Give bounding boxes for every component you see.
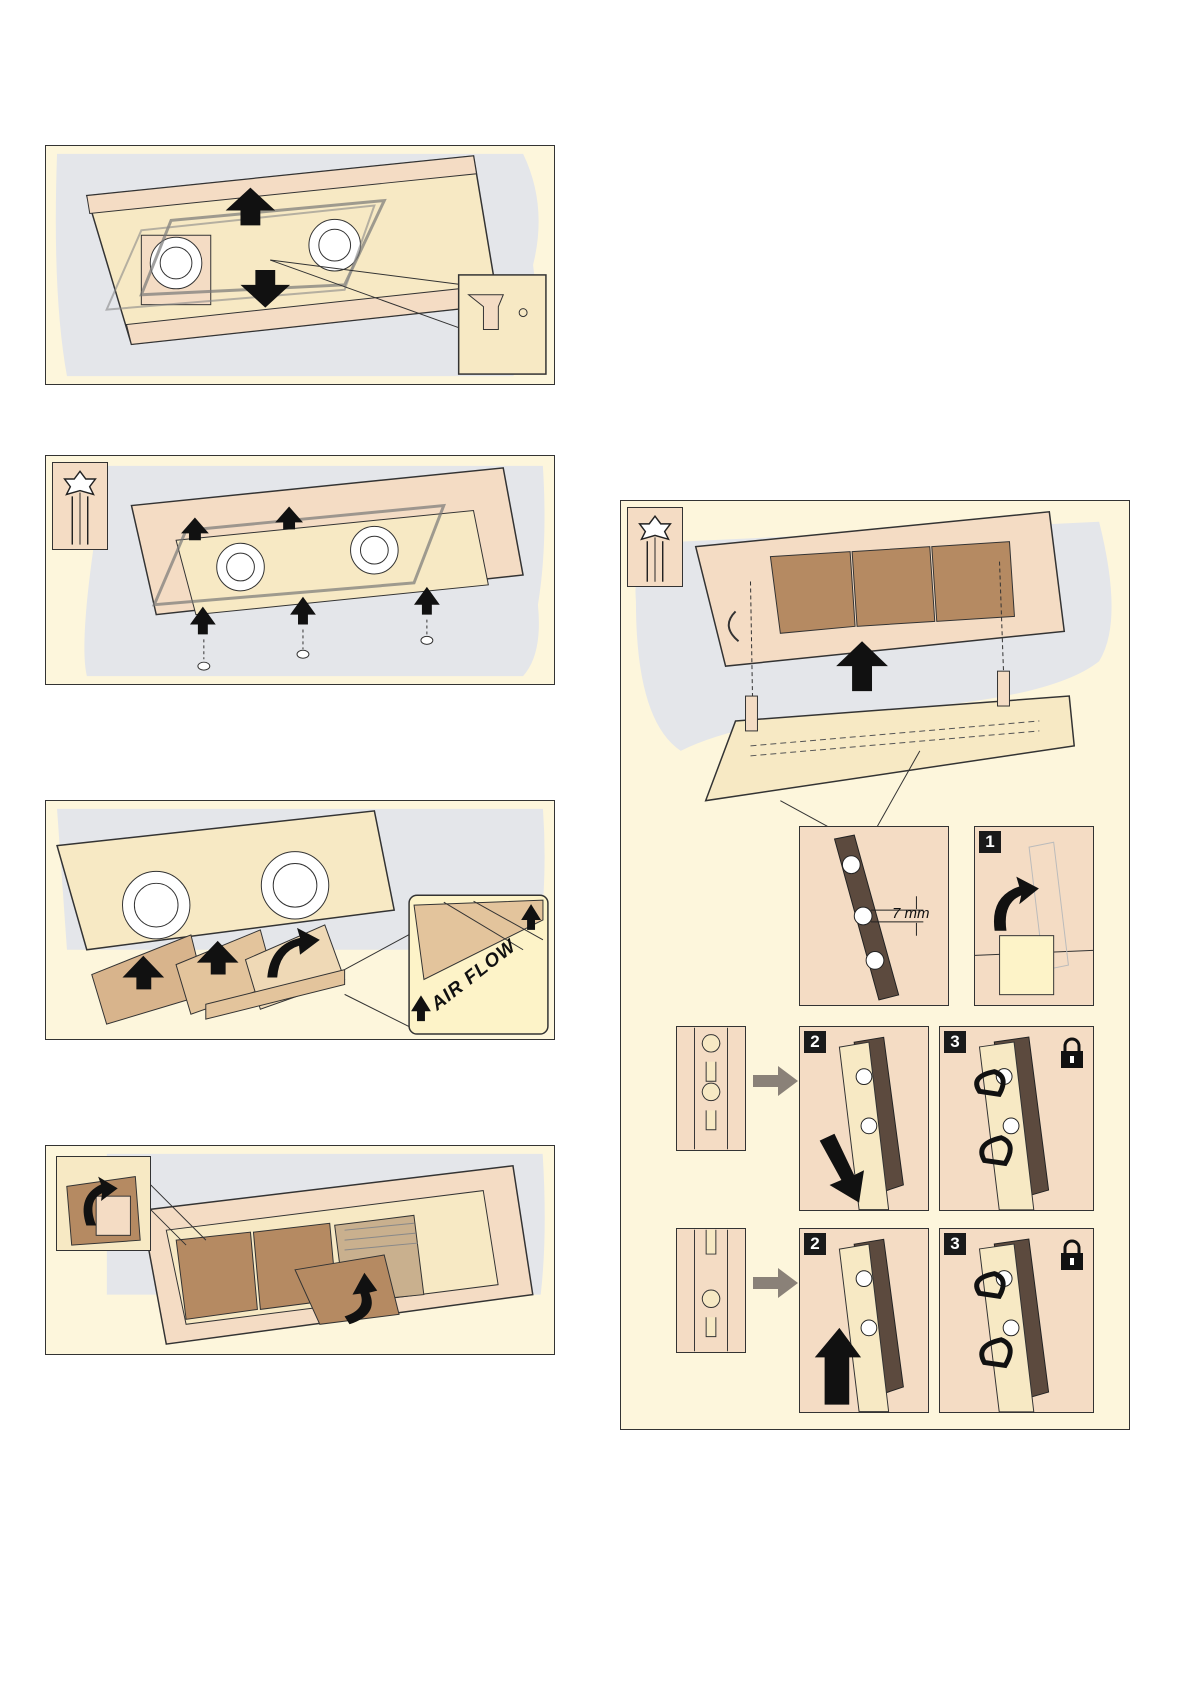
torx-tool-inset [52, 462, 108, 550]
figure-filter-insertion-airflow: AIR FLOW [45, 800, 555, 1040]
measurement-label: 7 mm [892, 905, 930, 922]
step-2-inset-b: 2 [799, 1228, 929, 1413]
figure-cover-panel-mounting: 7 mm 1 2 3 [620, 500, 1130, 1430]
latch-detail-inset [56, 1156, 151, 1251]
figure-charcoal-filter [45, 1145, 555, 1355]
illustration-keyhole-slot-b [677, 1229, 745, 1352]
torx-screwdriver-icon [53, 463, 107, 549]
illustration-step-2b [800, 1229, 928, 1412]
figure-screw-fastening [45, 455, 555, 685]
curved-arrow-icon [57, 1157, 150, 1250]
step-2-inset-a: 2 [799, 1026, 929, 1211]
illustration-filter-insertion [46, 801, 554, 1039]
illustration-step-2a [800, 1027, 928, 1210]
step-1-inset: 1 [974, 826, 1094, 1006]
torx-screwdriver-icon [628, 508, 682, 586]
illustration-hood-frame [46, 146, 554, 384]
bracket-measurement-inset: 7 mm [799, 826, 949, 1006]
keyhole-slot-inset-a [676, 1026, 746, 1151]
keyhole-slot-inset-b [676, 1228, 746, 1353]
arrow-right-icon [753, 1066, 798, 1096]
illustration-keyhole-slot [677, 1027, 745, 1150]
illustration-hood-screws [46, 456, 554, 684]
arrow-right-icon [753, 1268, 798, 1298]
lock-icon [1058, 1239, 1086, 1271]
illustration-step-1 [975, 827, 1093, 1005]
figure-grease-filter-frame [45, 145, 555, 385]
step-3-inset-a: 3 [939, 1026, 1094, 1211]
torx-tool-inset-right [627, 507, 683, 587]
step-3-inset-b: 3 [939, 1228, 1094, 1413]
lock-icon [1058, 1037, 1086, 1069]
